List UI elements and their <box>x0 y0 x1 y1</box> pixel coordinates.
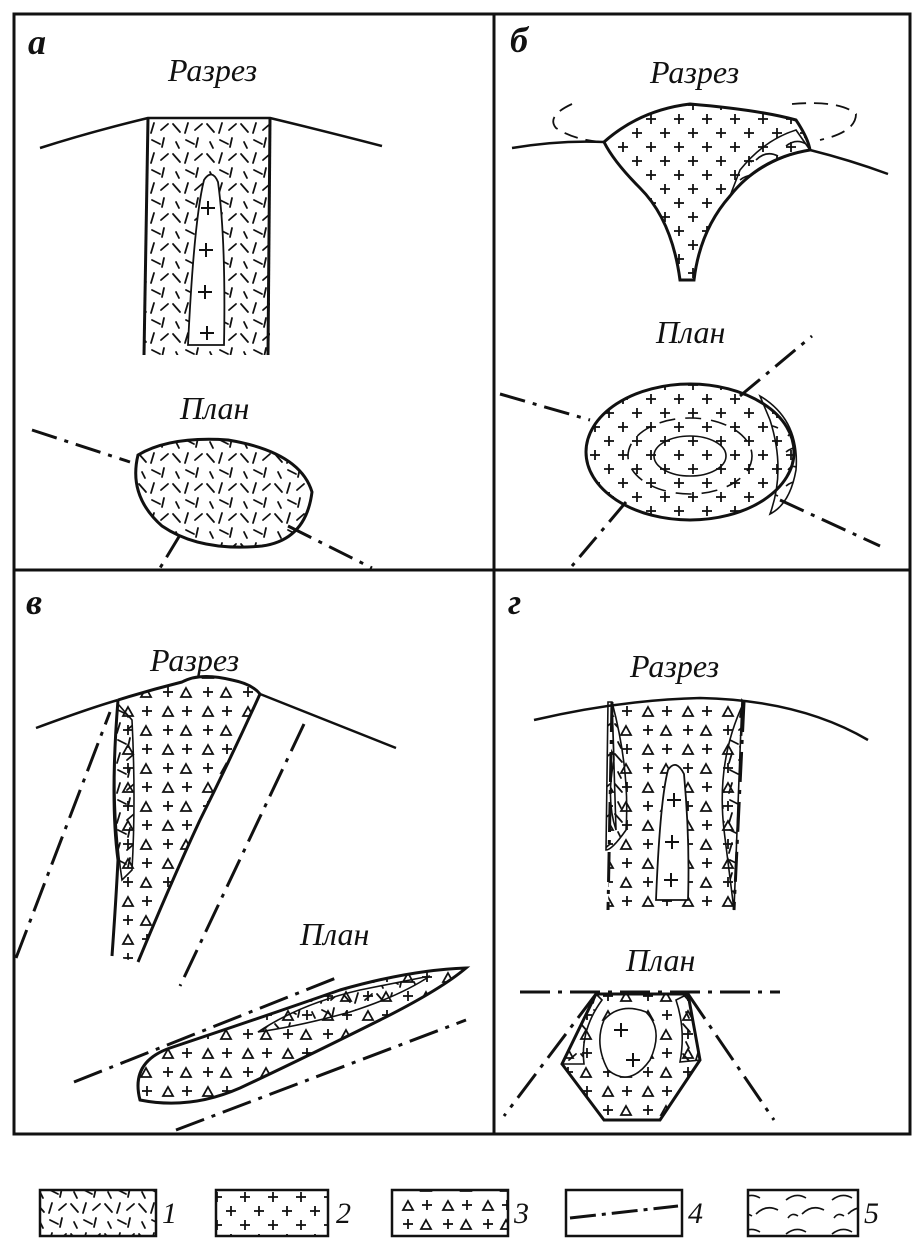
crosses-pattern-icon <box>214 1188 330 1238</box>
legend-number-5: 5 <box>864 1197 879 1230</box>
panel-b-plan-label: План <box>656 314 726 350</box>
panel-b-section <box>511 102 889 282</box>
legend-number-3: 3 <box>514 1197 529 1230</box>
panel-v-plan <box>73 966 471 1132</box>
flow-lines-pattern-icon <box>746 1188 860 1238</box>
panel-a-plan-label: План <box>180 390 250 426</box>
panel-v-section-label: Разрез <box>150 642 240 678</box>
legend-number-1: 1 <box>162 1197 177 1230</box>
panel-a-plan <box>31 428 373 570</box>
panel-b-section-label: Разрез <box>650 54 740 90</box>
panel-b-letter: б <box>510 20 528 60</box>
panel-a-section <box>39 116 383 356</box>
panel-g-section <box>533 696 869 911</box>
panel-g-plan-label: План <box>626 942 696 978</box>
panel-g-letter: г <box>508 582 522 622</box>
crosses-triangles-pattern-icon <box>390 1188 510 1238</box>
panel-a-section-label: Разрез <box>168 52 258 88</box>
panel-v-letter: в <box>26 582 43 622</box>
legend-number-2: 2 <box>336 1197 351 1230</box>
legend-number-4: 4 <box>688 1197 703 1230</box>
panel-frame <box>12 12 912 1136</box>
panel-a-letter: а <box>28 22 46 62</box>
panel-b-plan <box>499 334 881 567</box>
panel-g-plan <box>502 990 780 1122</box>
panel-g-section-label: Разрез <box>630 648 720 684</box>
panel-v-plan-label: План <box>300 916 370 952</box>
legend-swatches <box>38 1188 860 1238</box>
panel-v-section <box>14 675 397 987</box>
dashes-pattern-icon <box>38 1188 158 1238</box>
